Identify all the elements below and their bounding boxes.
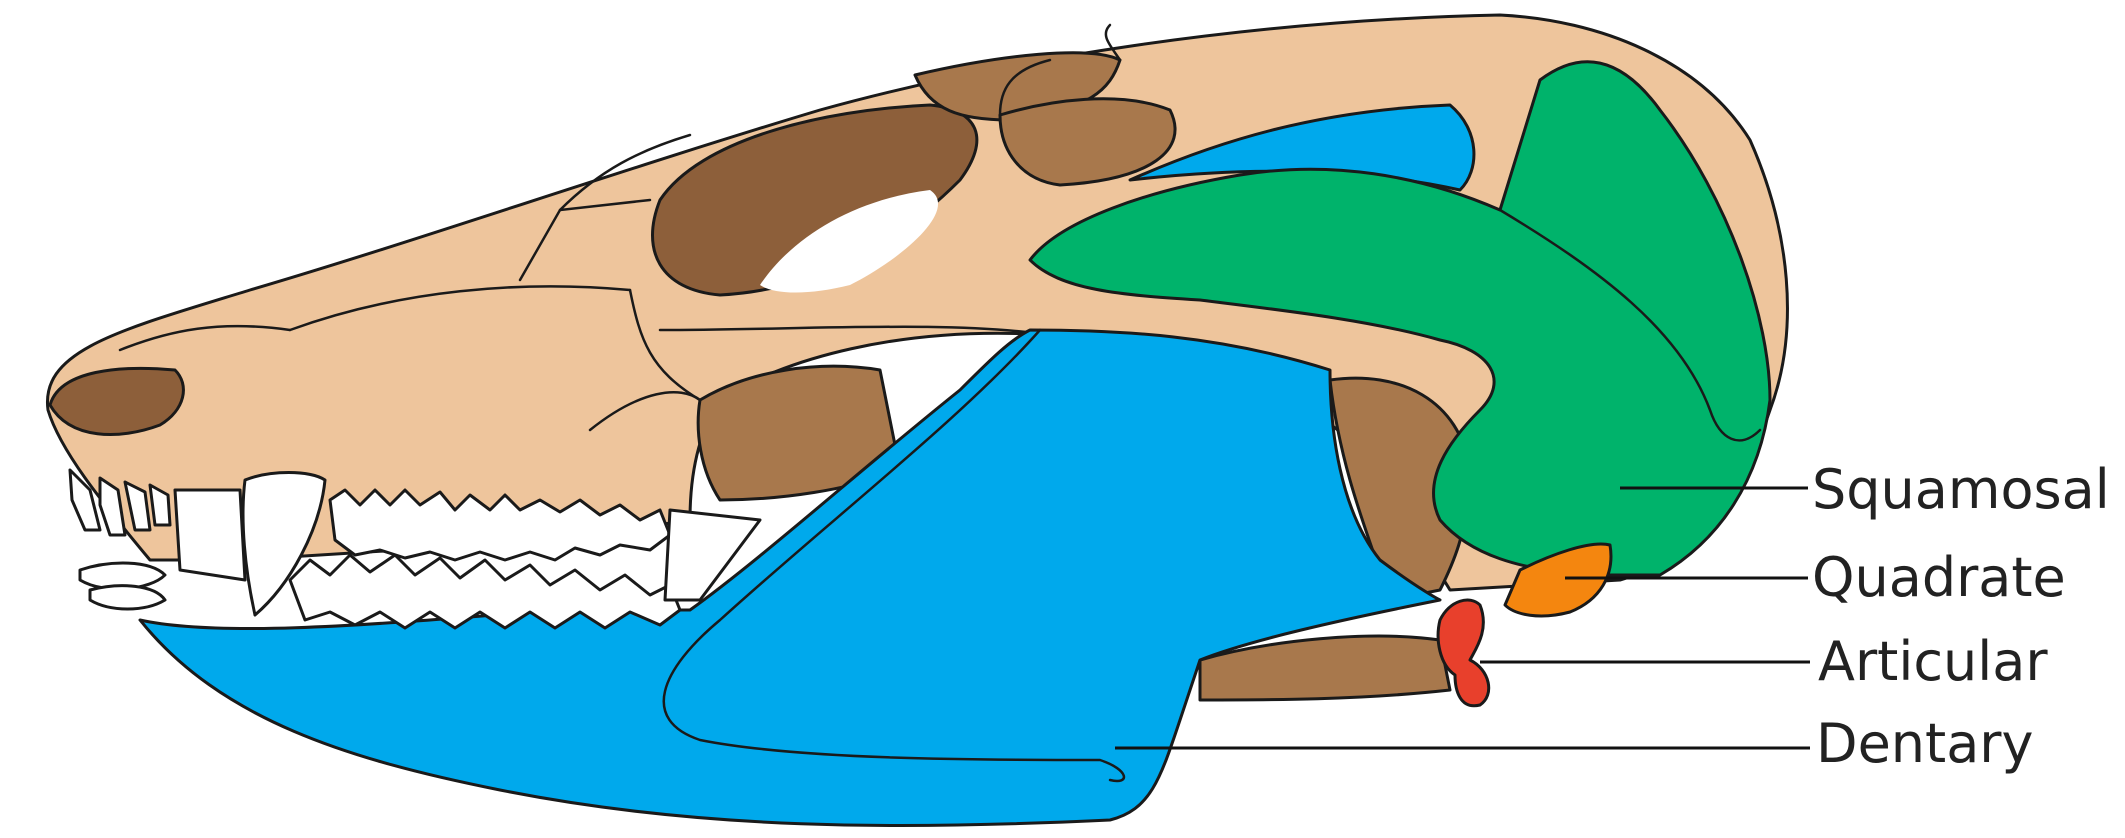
label-articular: Articular (1818, 630, 2048, 693)
label-quadrate: Quadrate (1812, 546, 2066, 609)
label-dentary: Dentary (1816, 712, 2033, 775)
label-squamosal: Squamosal (1812, 458, 2110, 521)
